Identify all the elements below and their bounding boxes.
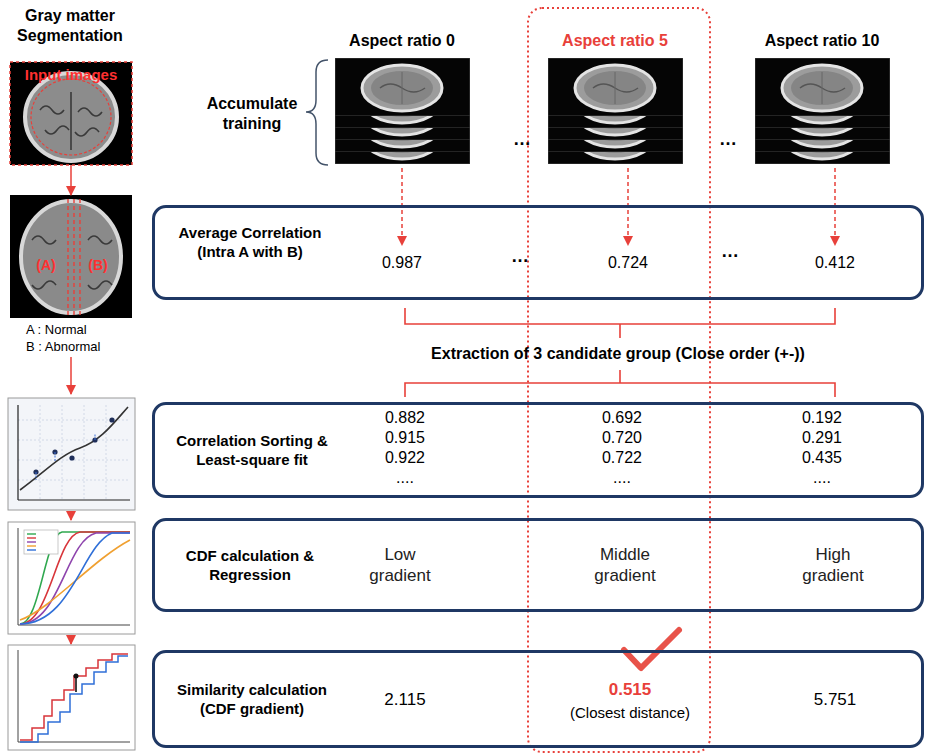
step-label: Extraction of 3 candidate group (Close o…: [431, 344, 805, 364]
value: 0.724: [608, 253, 648, 273]
ellipsis: …: [719, 128, 737, 151]
legend-note: B : Abnormal: [26, 339, 100, 355]
brace: [306, 60, 328, 165]
process-row: CDF calculation & Regression Low gradient…: [152, 518, 924, 612]
value-list: 0.882 0.915 0.922 ....: [385, 408, 425, 488]
column-heading: Aspect ratio 5: [562, 31, 668, 51]
process-row: Average Correlation (Intra A with B) 0.98…: [152, 205, 924, 300]
process-row: Correlation Sorting & Least-square fit 0.…: [152, 402, 924, 498]
brain-image: [10, 62, 132, 165]
value: 5.751: [814, 689, 857, 710]
value: 0.412: [815, 253, 855, 273]
image-node: (A)(B)A : NormalB : Abnormal: [10, 195, 132, 318]
gradient-class: Middle gradient: [579, 544, 671, 586]
bracket: [405, 370, 835, 397]
ellipsis: …: [721, 240, 739, 263]
image-node: Gray matter SegmentationInput images: [10, 62, 132, 165]
cdf-compare-plot: [8, 645, 135, 750]
value: 0.987: [382, 253, 422, 273]
bracket: [405, 308, 835, 338]
process-row: Similarity calculation (CDF gradient) 2.1…: [152, 650, 924, 748]
cdf-plot: [8, 522, 135, 634]
legend-note: A : Normal: [26, 322, 87, 338]
brace-label: Accumulate training: [192, 94, 312, 134]
row-label: Similarity calculation (CDF gradient): [162, 680, 342, 718]
ellipsis: …: [513, 128, 531, 151]
highlight-frame: [528, 8, 710, 752]
ct-stack: [548, 58, 683, 164]
section-heading: Gray matter Segmentation: [0, 6, 140, 46]
ellipsis: …: [511, 245, 529, 268]
value: 2.115: [384, 689, 425, 710]
ct-stack: [335, 58, 470, 164]
region-label: (A): [36, 256, 55, 274]
column-heading: Aspect ratio 0: [349, 31, 455, 51]
gradient-class: High gradient: [787, 544, 879, 586]
gradient-class: Low gradient: [354, 544, 446, 586]
best-value: 0.515: [609, 679, 652, 700]
value-list: 0.692 0.720 0.722 ....: [602, 408, 642, 488]
row-label: CDF calculation & Regression: [175, 546, 325, 584]
value-note: (Closest distance): [570, 703, 690, 722]
ct-stack: [755, 58, 890, 164]
fit-plot: [8, 398, 135, 510]
column-heading: Aspect ratio 10: [765, 31, 880, 51]
row-label: Correlation Sorting & Least-square fit: [165, 431, 340, 469]
brain-image-split: [10, 195, 132, 318]
row-label: Average Correlation (Intra A with B): [175, 223, 325, 261]
check-mark: [624, 630, 679, 668]
region-label: (B): [88, 256, 107, 274]
image-caption: Input images: [25, 65, 118, 84]
flow-arrow: [70, 165, 72, 195]
value-list: 0.192 0.291 0.435 ....: [802, 408, 842, 488]
